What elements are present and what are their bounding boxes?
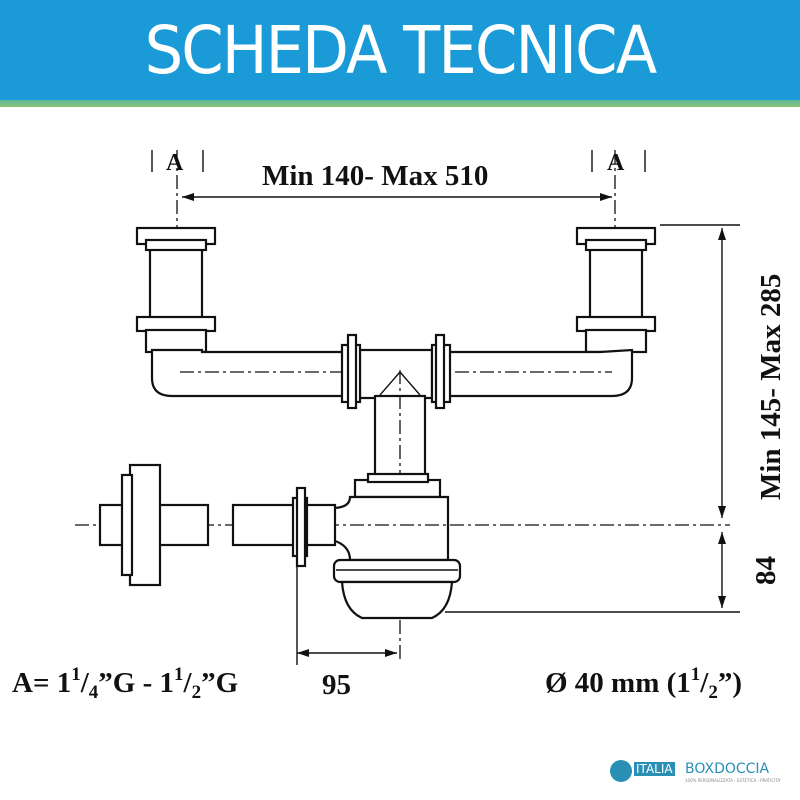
diameter-spec: Ø 40 mm (11/2”) [545,664,742,703]
thread-spec: A= 11/4”G - 11/2”G [12,664,238,703]
left-inlet [135,226,217,354]
height-range-label: Min 145- Max 285 [755,274,787,500]
width-range-label: Min 140- Max 510 [262,160,488,192]
water-drop-icon [610,760,632,782]
right-inlet [575,226,657,354]
header-banner: SCHEDA TECNICA [0,0,800,100]
bottle-trap [330,495,462,620]
trap-height-label: 84 [750,556,782,585]
height-dimension: Min 145- Max 285 84 [445,224,787,613]
width-dimension: Min 140- Max 510 [182,160,612,201]
a-marker-left: A [151,150,204,176]
outlet-offset-label: 95 [322,669,351,701]
wall-connection [75,463,730,587]
brand-logo: ITALIA BOXDOCCIA 100% PERSONALIZZATA - E… [610,758,795,788]
a-marker-right: A [591,150,646,176]
label-a-left: A [166,150,184,176]
outlet-offset-dimension: 95 [296,566,397,701]
central-tee [340,333,452,660]
header-divider [0,100,800,107]
page-title: SCHEDA TECNICA [144,12,658,89]
label-a-right: A [607,150,625,176]
